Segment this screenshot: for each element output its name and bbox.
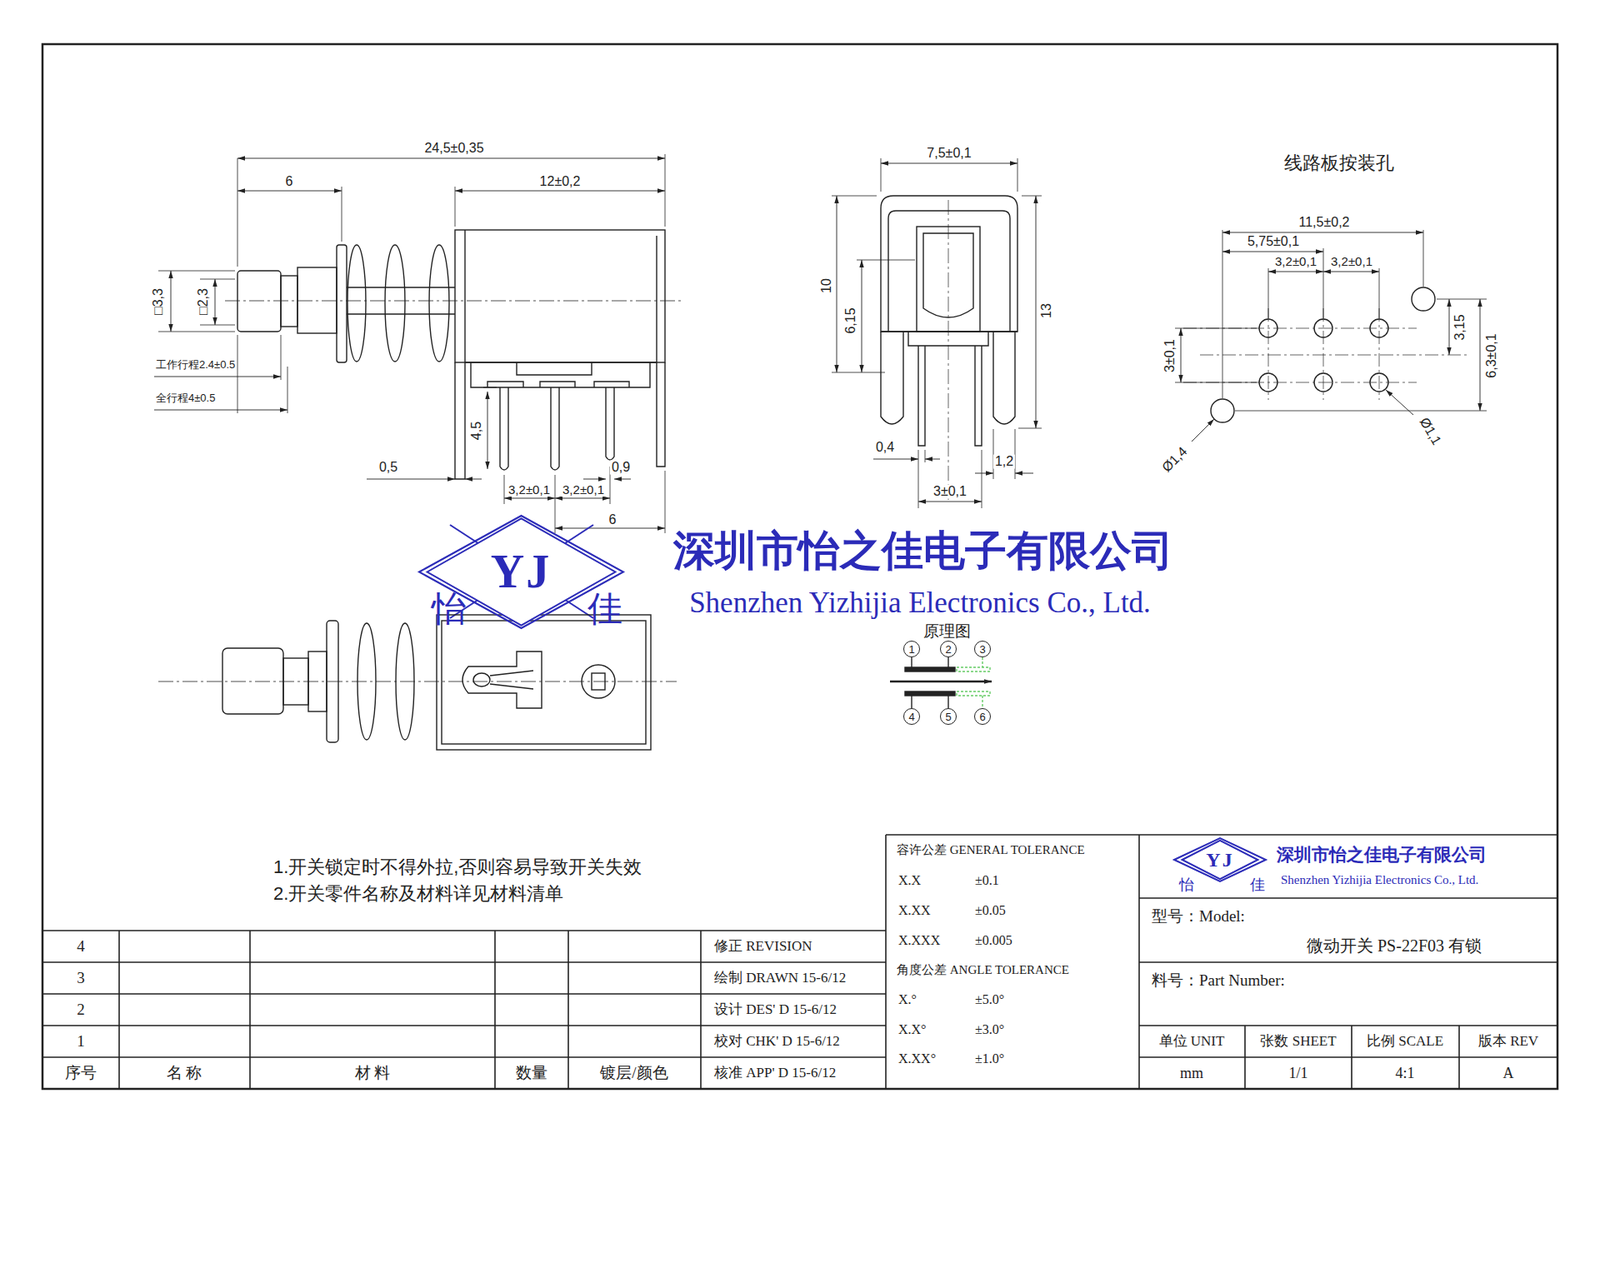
drawing-label: Shenzhen Yizhijia Electronics Co., Ltd. (1279, 874, 1480, 888)
drawing-label: 10 (820, 276, 835, 295)
drawing-label: □3,3 (151, 286, 166, 317)
drawing-label: 4:1 (1393, 1065, 1416, 1082)
drawing-label: 0,4 (874, 440, 896, 455)
drawing-label: Shenzhen Yizhijia Electronics Co., Ltd. (687, 588, 1153, 620)
drawing-label: 6 (284, 175, 295, 190)
drawing-label: 单位 UNIT (1157, 1034, 1227, 1050)
drawing-label: X.X (896, 874, 923, 889)
drawing-label: 镀层/颜色 (598, 1065, 670, 1082)
drawing-label: 原理图 (921, 623, 973, 640)
pin-number: 4 (908, 711, 915, 723)
drawing-label: 7,5±0,1 (925, 146, 973, 161)
logo-text: YJ (1205, 850, 1234, 870)
drawing-label: 张数 SHEET (1258, 1034, 1338, 1050)
drawing-label: ±0.005 (973, 934, 1015, 949)
drawing-label: 4,5 (470, 420, 485, 442)
drawing-label: 1 (75, 1033, 87, 1050)
drawing-label: 24,5±0,35 (422, 141, 485, 156)
drawing-label: 容许公差 GENERAL TOLERANCE (895, 844, 1087, 858)
drawing-label: ±3.0° (973, 1023, 1006, 1038)
drawing-label: A (1501, 1065, 1516, 1082)
logo-text: YJ (490, 548, 551, 595)
drawing-label: 料号：Part Number: (1150, 972, 1287, 990)
drawing-label: 3,2±0,1 (1273, 255, 1319, 269)
drawing-label: 佳 (585, 590, 625, 628)
drawing-label: 1/1 (1286, 1065, 1310, 1082)
drawing-label: X.X° (896, 1023, 929, 1038)
pin-circle: 3 (974, 640, 991, 658)
drawing-label: 3,2±0,1 (1329, 255, 1375, 269)
drawing-label: 角度公差 ANGLE TOLERANCE (895, 964, 1071, 978)
drawing-label: 序号 (63, 1065, 99, 1082)
drawing-label: X.XX° (896, 1052, 938, 1067)
drawing-label: 1.开关锁定时不得外拉,否则容易导致开关失效 (271, 857, 644, 877)
drawing-label: 绘制 DRAWN 15-6/12 (712, 970, 848, 986)
logo-diamond: YJ (1174, 838, 1266, 882)
drawing-label: 核准 APP' D 15-6/12 (712, 1065, 838, 1081)
drawing-label: 校对 CHK' D 15-6/12 (712, 1034, 842, 1050)
pin-circle: 1 (903, 640, 920, 658)
drawing-label: 全行程4±0.5 (154, 392, 217, 405)
drawing-label: 0,5 (377, 460, 400, 475)
drawing-label: X.XXX (896, 934, 942, 949)
drawing-label: 修正 REVISION (712, 939, 815, 955)
pin-number: 5 (945, 711, 951, 723)
logo-diamond: YJ (419, 515, 624, 629)
drawing-label: 微动开关 PS-22F03 有锁 (1305, 937, 1484, 955)
drawing-label: 线路板按装孔 (1282, 153, 1396, 173)
drawing-label: 11,5±0,2 (1297, 215, 1352, 230)
pin-circle: 2 (940, 640, 957, 658)
pin-number: 6 (979, 711, 985, 723)
drawing-label: ±5.0° (973, 993, 1006, 1008)
pin-circle: 4 (903, 708, 920, 725)
drawing-label: 1,2 (993, 455, 1015, 470)
drawing-label: 3,2±0,1 (506, 483, 552, 497)
drawing-label: X.° (896, 993, 919, 1008)
drawing-label: 4 (75, 938, 87, 955)
pin-number: 2 (945, 644, 951, 655)
drawing-label: 13 (1040, 301, 1055, 320)
drawing-label: Ø1,4 (1158, 443, 1191, 476)
pin-number: 3 (979, 644, 985, 655)
drawing-label: mm (1178, 1065, 1205, 1082)
pin-circle: 6 (974, 708, 991, 725)
pin-circle: 5 (940, 708, 957, 725)
drawing-label: 5,75±0,1 (1245, 235, 1301, 250)
drawing-label: 0,9 (610, 460, 632, 475)
drawing-label: 型号：Model: (1150, 908, 1247, 925)
drawing-label: 工作行程2.4±0.5 (154, 359, 237, 371)
drawing-label: 6,3±0,1 (1485, 331, 1500, 380)
drawing-label: 版本 REV (1476, 1034, 1540, 1050)
drawing-label: 2 (75, 1001, 87, 1019)
drawing-label: 6,15 (844, 305, 859, 335)
drawing-label: ±0.1 (973, 874, 1001, 889)
drawing-label: 6 (607, 513, 619, 528)
drawing-label: 3,15 (1453, 312, 1468, 342)
drawing-label: ±0.05 (973, 904, 1008, 919)
drawing-label: 佳 (1248, 877, 1267, 894)
drawing-label: 数量 (514, 1065, 550, 1082)
drawing-label: 3±0,1 (1163, 337, 1178, 375)
drawing-label: 3 (75, 970, 87, 987)
drawing-label: Ø1,1 (1415, 414, 1445, 450)
pin-number: 1 (908, 644, 915, 655)
drawing-label: 深圳市怡之佳电子有限公司 (671, 529, 1175, 574)
drawing-label: 怡 (1177, 877, 1196, 894)
drawing-label: ±1.0° (973, 1052, 1006, 1067)
drawing-label: 设计 DES' D 15-6/12 (712, 1002, 839, 1018)
drawing-label: 名 称 (165, 1065, 205, 1082)
drawing-label: 材 料 (353, 1065, 393, 1082)
drawing-label: 深圳市怡之佳电子有限公司 (1275, 845, 1489, 865)
drawing-label: 3±0,1 (931, 485, 969, 500)
drawing-label: X.XX (896, 904, 933, 919)
drawing-label: 比例 SCALE (1365, 1034, 1445, 1050)
drawing-label: □2,3 (196, 286, 211, 317)
drawing-label: 12±0,2 (538, 175, 583, 190)
drawing-label: 3,2±0,1 (560, 483, 606, 497)
drawing-label: 2.开关零件名称及材料详见材料清单 (271, 884, 565, 904)
